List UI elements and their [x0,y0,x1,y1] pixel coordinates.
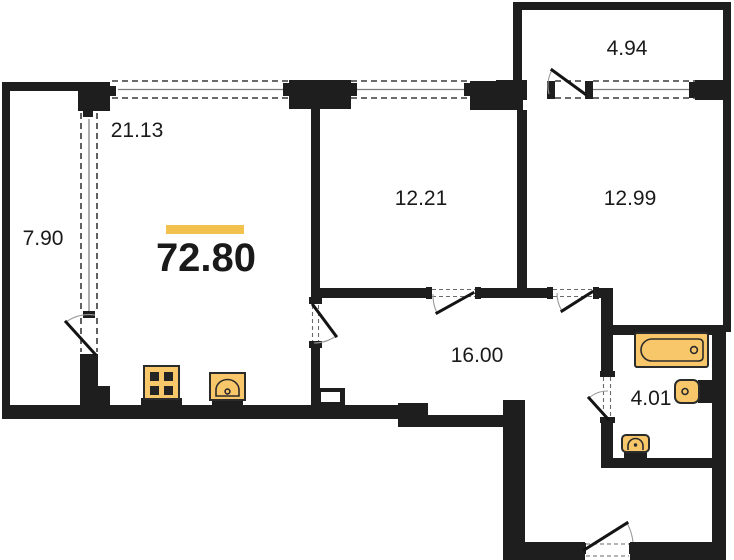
window-balcony-left-glazing [80,113,98,352]
room-label-bedroom-right: 12.99 [604,187,657,210]
room-label-balcony-left: 7.90 [23,227,64,250]
window-living-top [112,80,289,99]
door-living [310,302,339,344]
door-bedroom-right [553,288,595,314]
bathtub-icon [634,332,709,368]
room-label-living: 21.13 [111,119,164,142]
door-balcony-left [63,314,98,357]
door-entrance [581,520,634,557]
room-label-loggia-top: 4.94 [607,37,648,60]
door-bathroom [586,377,612,422]
window-bedroom-left-top [351,80,470,99]
duct-column [321,392,340,402]
total-area-label: 72.80 [156,236,256,280]
room-label-bathroom: 4.01 [631,387,672,410]
door-bedroom-left [432,288,476,316]
bathroom-sink-icon [674,379,712,404]
kitchen-stove-icon [141,365,182,406]
toilet-icon [621,434,650,459]
window-loggia-top [555,80,695,99]
room-label-bedroom-left: 12.21 [395,187,448,210]
door-loggia-top [547,67,588,97]
total-area-accent-bar [166,225,244,234]
kitchen-sink-icon [209,372,246,406]
room-label-hallway: 16.00 [451,344,504,367]
